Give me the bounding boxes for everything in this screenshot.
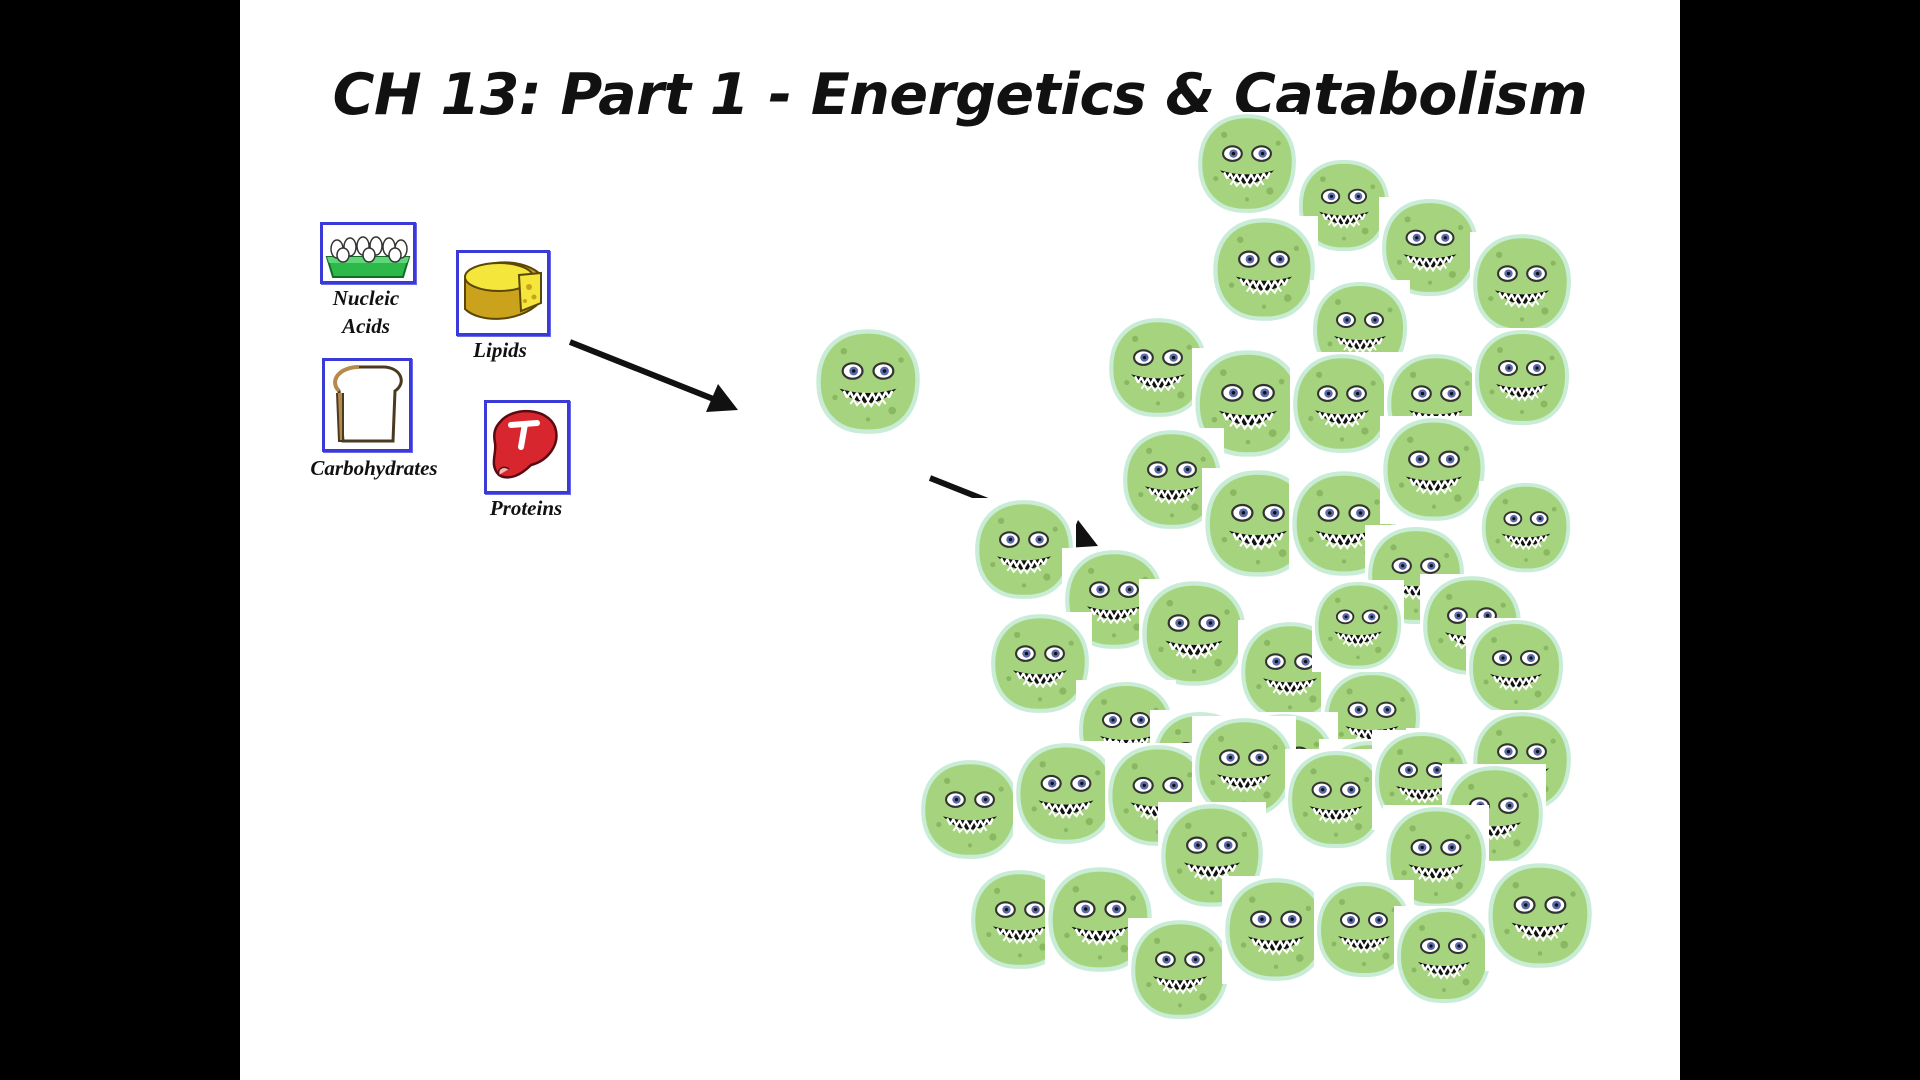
food-carbohydrates: Carbohydrates	[302, 358, 442, 488]
steak-icon	[484, 400, 570, 494]
smiling-microbe-icon	[1470, 232, 1574, 336]
smiling-microbe-icon	[1466, 618, 1566, 718]
nucleic-acids-label-line2: Acids	[342, 314, 390, 338]
smiling-microbe-icon	[1312, 580, 1404, 672]
food-nucleic-acids: Nucleic Acids	[320, 222, 420, 352]
smiling-microbe-icon	[813, 327, 923, 437]
smiling-microbe-icon	[1210, 216, 1318, 324]
smiling-microbe-icon	[1485, 861, 1595, 971]
smiling-microbe-icon	[1202, 468, 1314, 580]
nucleic-acids-label-line1: Nucleic	[332, 286, 400, 310]
smiling-microbe-icon	[972, 498, 1076, 602]
food-lipids: Lipids	[456, 250, 556, 370]
smiling-microbe-icon	[1285, 749, 1387, 851]
smiling-microbe-icon	[1383, 805, 1489, 911]
smiling-microbe-icon	[1290, 352, 1394, 456]
smiling-microbe-icon	[918, 758, 1022, 862]
food-proteins: Proteins	[484, 400, 584, 524]
lipids-label: Lipids	[473, 338, 527, 362]
smiling-microbe-icon	[1384, 352, 1488, 456]
smiling-microbe-icon	[1222, 876, 1330, 984]
smiling-microbe-icon	[1380, 416, 1488, 524]
smiling-microbe-icon	[1128, 918, 1232, 1022]
slide-title: CH 13: Part 1 - Energetics & Catabolism	[332, 62, 1588, 128]
smiling-microbe-icon	[1139, 579, 1249, 689]
smiling-microbe-icon	[1394, 906, 1494, 1006]
smiling-microbe-icon	[1013, 741, 1119, 847]
smiling-microbe-icon	[1314, 880, 1414, 980]
arrow-icon	[568, 339, 738, 412]
smiling-microbe-icon	[1472, 328, 1572, 428]
cheese-icon	[456, 250, 550, 336]
smiling-microbe-icon	[988, 612, 1092, 716]
smiling-microbe-icon	[1479, 481, 1573, 575]
proteins-label: Proteins	[489, 496, 563, 520]
carbohydrates-label: Carbohydrates	[310, 456, 438, 480]
bread-icon	[322, 358, 412, 452]
smiling-microbe-icon	[1195, 112, 1299, 216]
egg-carton-icon	[320, 222, 416, 284]
slide: CH 13: Part 1 - Energetics & Catabolism	[240, 0, 1680, 1080]
